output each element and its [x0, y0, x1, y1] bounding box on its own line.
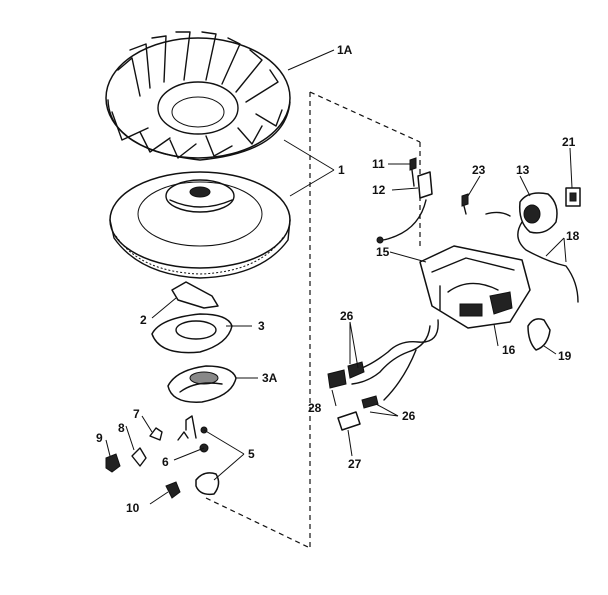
label-3a: 3A [262, 371, 278, 385]
label-27: 27 [348, 457, 362, 471]
coil-part [517, 187, 581, 303]
plate-part [151, 313, 233, 354]
label-21: 21 [562, 135, 576, 149]
label-15: 15 [376, 245, 390, 259]
label-18: 18 [566, 229, 580, 243]
label-26-bottom: 26 [402, 409, 416, 423]
label-28: 28 [308, 401, 322, 415]
label-1: 1 [338, 163, 345, 177]
label-6: 6 [162, 455, 169, 469]
label-26-top: 26 [340, 309, 354, 323]
label-23: 23 [472, 163, 486, 177]
flywheel-part [109, 171, 291, 279]
label-1a: 1A [337, 43, 353, 57]
label-7: 7 [133, 407, 140, 421]
label-19: 19 [558, 349, 572, 363]
plate-3a-part [167, 365, 237, 403]
label-11: 11 [372, 157, 385, 171]
leader-lines [105, 49, 573, 505]
label-8: 8 [118, 421, 125, 435]
key-part [171, 281, 219, 309]
label-13: 13 [516, 163, 530, 177]
label-2: 2 [140, 313, 147, 327]
label-16: 16 [502, 343, 516, 357]
boot-part [527, 318, 551, 351]
label-5: 5 [248, 447, 255, 461]
screw-connector-part [376, 157, 433, 244]
armature-part [419, 245, 531, 329]
label-12: 12 [372, 183, 386, 197]
wire-harness [327, 319, 439, 431]
label-9: 9 [96, 431, 103, 445]
label-10: 10 [126, 501, 140, 515]
flywheel-fan-part [105, 31, 291, 161]
hardware-group [105, 415, 220, 499]
screw-23-part [461, 193, 511, 217]
label-3: 3 [258, 319, 265, 333]
assembly-dashed-line [205, 91, 421, 549]
